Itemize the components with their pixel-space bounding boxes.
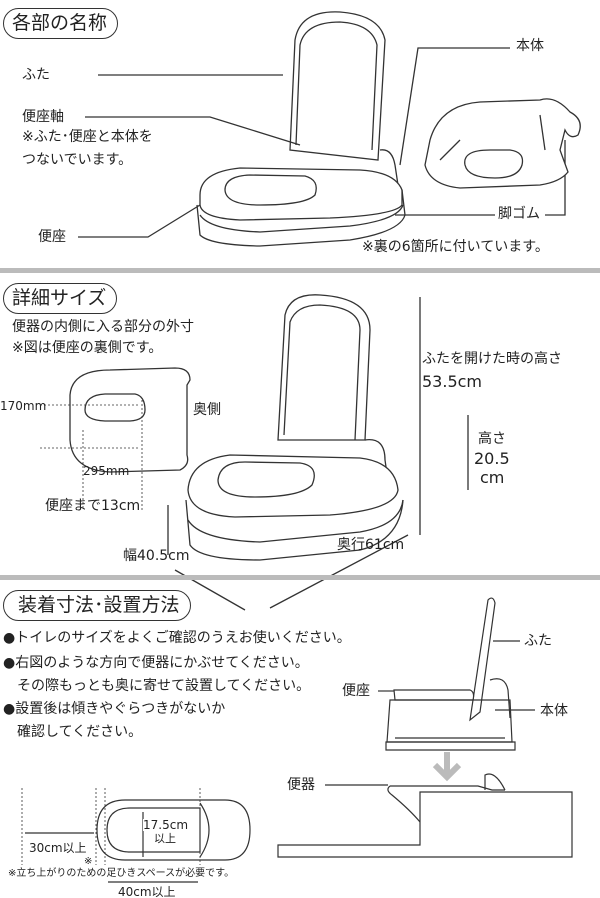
label-height: 高さ xyxy=(478,431,506,447)
label-lid: ふた xyxy=(22,67,50,83)
dim-width: 幅40.5cm xyxy=(123,548,190,564)
dim-front-mark: ※ xyxy=(84,856,93,867)
footnote: ※立ち上がりのための足ひきスペースが必要です。 xyxy=(8,868,235,879)
bullet-2: ●右図のような方向で便器にかぶせてください。 xyxy=(3,655,309,671)
dim-seat-height: 便座まで13cm xyxy=(45,498,141,514)
leader-seat xyxy=(78,204,201,238)
note-inner-size: 便器の内側に入る部分の外寸 xyxy=(12,319,194,335)
label-hinge-note1: ※ふた･便座と本体を xyxy=(22,129,153,145)
label-body-side: 本体 xyxy=(540,703,568,719)
label-hinge: 便座軸 xyxy=(22,109,64,125)
note-underside: ※図は便座の裏側です。 xyxy=(12,340,163,356)
dim-height-unit: cm xyxy=(480,468,505,487)
dim-inner-length: 295mm xyxy=(83,464,130,478)
dim-open-height: 53.5cm xyxy=(422,372,483,391)
depth-dim-line xyxy=(269,534,409,609)
section-title-detail-size: 詳細サイズ xyxy=(3,283,118,314)
toilet-seat-illustration xyxy=(196,11,406,247)
bullet-3-cont: 確認してください。 xyxy=(3,724,143,740)
toilet-dimension-illustration xyxy=(185,294,404,561)
label-toilet: 便器 xyxy=(287,777,315,793)
bullet-3: ●設置後は傾きやぐらつきがないか xyxy=(3,701,226,717)
leader-body xyxy=(399,47,510,166)
section-title-part-names: 各部の名称 xyxy=(3,8,119,39)
section-title-installation: 装着寸法･設置方法 xyxy=(3,590,191,621)
dim-min-width-sub: 以上 xyxy=(154,832,176,845)
leader-hinge xyxy=(85,116,301,146)
floor-plan-diagram xyxy=(21,788,251,883)
dim-front-space: 30cm以上 xyxy=(29,841,87,855)
label-back-side: 奥側 xyxy=(193,402,221,418)
label-body: 本体 xyxy=(516,38,544,54)
dim-min-length: 40cm以上 xyxy=(118,885,176,898)
seat-underside-illustration xyxy=(424,98,581,189)
section-divider xyxy=(0,268,600,273)
label-lid-side: ふた xyxy=(524,633,552,649)
seat-underside-dimensions xyxy=(40,367,191,510)
label-seat: 便座 xyxy=(38,229,66,245)
dim-height-value: 20.5 xyxy=(474,449,510,468)
label-hinge-note2: つないでいます。 xyxy=(22,152,133,168)
dim-min-width: 17.5cm xyxy=(143,818,189,832)
bullet-1: ●トイレのサイズをよくご確認のうえお使いください。 xyxy=(3,630,351,646)
dim-inner-width: 170mm xyxy=(0,399,47,413)
dim-depth: 奥行61cm xyxy=(337,537,405,553)
label-seat-side: 便座 xyxy=(342,683,370,699)
side-view-diagram xyxy=(277,597,573,858)
label-open-height: ふたを開けた時の高さ xyxy=(422,351,562,367)
label-rubber-feet: 脚ゴム xyxy=(498,206,540,222)
section-divider xyxy=(0,575,600,580)
bullet-2-cont: その際もっとも奥に寄せて設置してください。 xyxy=(3,678,311,694)
label-feet-note: ※裏の6箇所に付いています。 xyxy=(362,239,549,255)
